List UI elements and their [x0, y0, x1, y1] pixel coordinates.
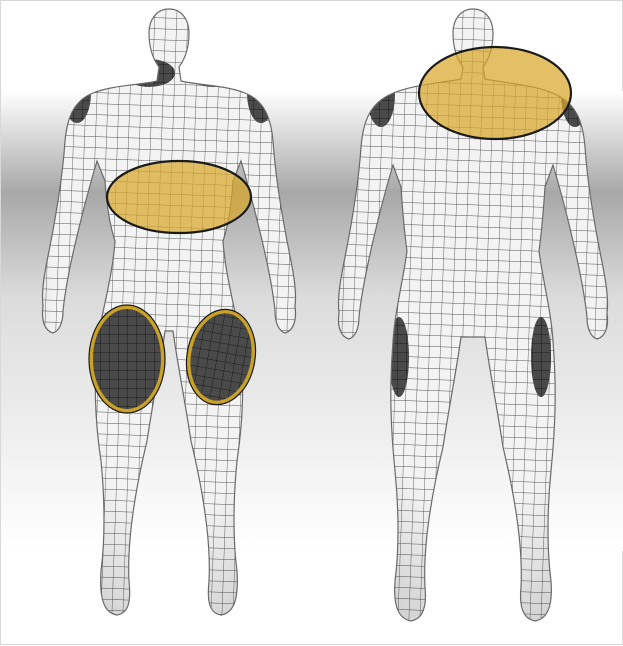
front-left-thigh-highlight: [89, 305, 165, 413]
back-upper-back-highlight: [419, 47, 571, 139]
front-abdomen-highlight: [107, 161, 251, 233]
